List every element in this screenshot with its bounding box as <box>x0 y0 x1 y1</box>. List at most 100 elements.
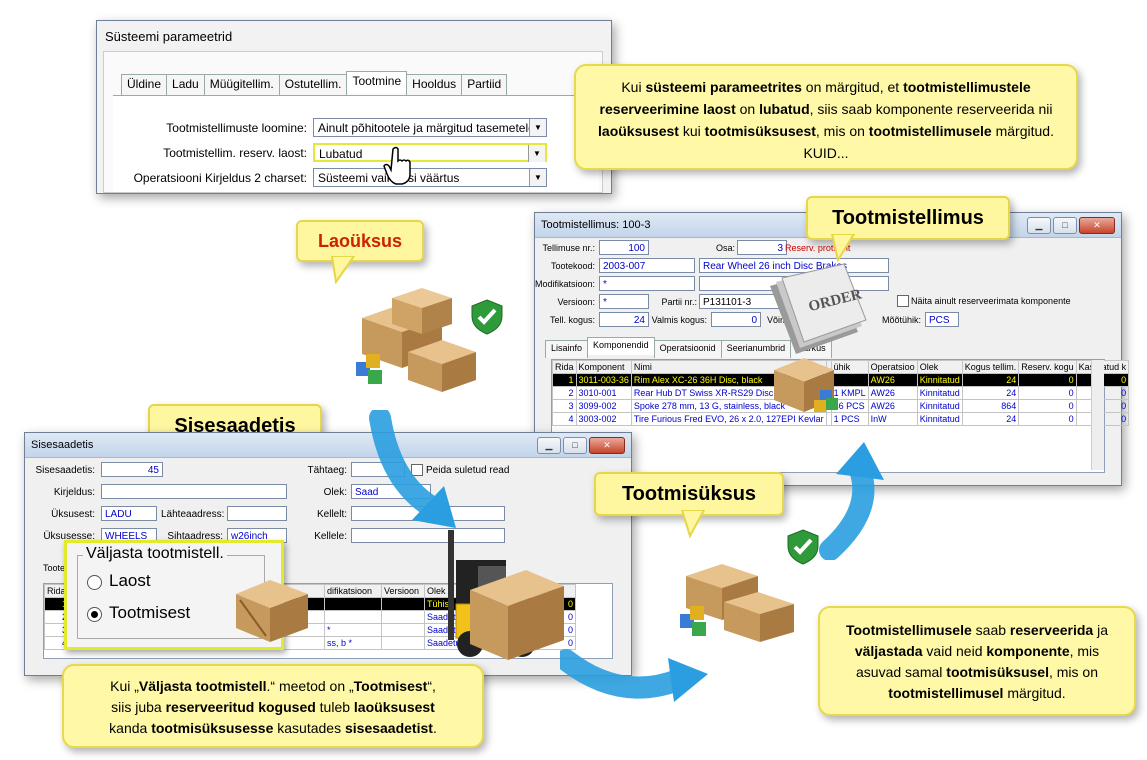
order-documents-icon: ORDER <box>770 263 867 354</box>
row3-label: Operatsiooni Kirjeldus 2 charset: <box>133 171 307 185</box>
tell-kogus-field[interactable]: 24 <box>599 312 649 327</box>
tab-operatsioonid[interactable]: Operatsioonid <box>653 340 722 358</box>
uksusesse-label: Üksusesse: <box>43 531 95 542</box>
close-button[interactable]: ✕ <box>589 437 625 454</box>
peida-checkbox[interactable] <box>411 464 423 476</box>
close-button[interactable]: ✕ <box>1079 217 1115 234</box>
vertical-scrollbar[interactable] <box>1091 360 1104 470</box>
naita-checkbox[interactable] <box>897 295 909 307</box>
tab-yldine[interactable]: Üldine <box>121 74 168 96</box>
valmis-label: Valmis kogus: <box>651 315 707 325</box>
window-title: Tootmistellimus: 100-3 <box>541 219 651 231</box>
valjasta-title: Väljasta tootmistell. <box>83 545 227 563</box>
minimize-button[interactable]: ▁ <box>1027 217 1051 234</box>
tag-tootmistellimus: Tootmistellimus <box>806 196 1010 240</box>
maximize-button[interactable]: □ <box>1053 217 1077 234</box>
radio-tootmisest-label: Tootmisest <box>109 603 191 622</box>
tahtaeg-label: Tähtaeg: <box>307 465 347 476</box>
tootec-tab-label[interactable]: Tootec <box>43 563 70 573</box>
row1-label: Tootmistellimuste loomine: <box>166 121 307 135</box>
callout-bottom: Kui „Väljasta tootmistell.“ meetod on „T… <box>62 664 484 748</box>
tab-partiid[interactable]: Partiid <box>461 74 508 96</box>
kirjeldus-label: Kirjeldus: <box>53 487 95 498</box>
naita-label: Näita ainult reserveerimata komponente <box>911 296 1071 306</box>
radio-laost[interactable] <box>87 575 102 590</box>
olek-label: Olek: <box>323 487 347 498</box>
arrow-right-icon <box>560 649 708 702</box>
callout-right: Tootmistellimusele saab reserveerida ja … <box>818 606 1136 716</box>
kellele-label: Kellele: <box>314 531 347 542</box>
kirjeldus-field[interactable] <box>101 484 287 499</box>
tag-tootmisyksus: Tootmisüksus <box>594 472 784 516</box>
row1-combo[interactable]: Ainult põhitootele ja märgitud tasemetel… <box>313 118 547 137</box>
osa-label: Osa: <box>715 243 735 253</box>
tab-lisainfo[interactable]: Lisainfo <box>545 340 589 358</box>
tellimuse-nr-label: Tellimuse nr.: <box>542 243 595 253</box>
reserv-label: Reserv. protsent <box>785 243 851 253</box>
modif-field[interactable]: * <box>599 276 695 291</box>
minimize-button[interactable]: ▁ <box>537 437 561 454</box>
osa-field[interactable]: 3 <box>737 240 787 255</box>
valmis-field[interactable]: 0 <box>711 312 761 327</box>
tag-laoyksus: Laoüksus <box>296 220 424 262</box>
row2-combo[interactable]: Lubatud▼ <box>313 143 547 162</box>
voim-label: Võim <box>767 315 788 325</box>
shield-check-icon <box>471 299 503 335</box>
tellimuse-nr-field[interactable]: 100 <box>599 240 649 255</box>
chevron-down-icon[interactable]: ▼ <box>529 119 546 136</box>
lahteaadress-field[interactable] <box>227 506 287 521</box>
tag-pointer <box>330 256 356 284</box>
tab-ladu[interactable]: Ladu <box>166 74 205 96</box>
box-icon <box>236 580 308 642</box>
forklift-icon <box>448 530 564 660</box>
tab-myygitellim[interactable]: Müügitellim. <box>203 74 280 96</box>
chevron-down-icon[interactable]: ▼ <box>529 169 546 186</box>
hand-cursor-icon <box>383 146 411 185</box>
uksusest-field[interactable]: LADU <box>101 506 157 521</box>
chevron-down-icon[interactable]: ▼ <box>528 145 545 162</box>
peida-label: Peida suletud read <box>426 465 510 476</box>
callout-top: Kui süsteemi parameetrites on märgitud, … <box>574 64 1078 170</box>
tab-komponendid[interactable]: Komponendid <box>587 337 655 355</box>
maximize-button[interactable]: □ <box>563 437 587 454</box>
tab-hooldus[interactable]: Hooldus <box>406 74 463 96</box>
tag-pointer <box>680 510 706 538</box>
sysparam-tabs: Üldine Ladu Müügitellim. Ostutellim. Too… <box>121 71 508 96</box>
row3-combo[interactable]: Süsteemi vaikimisi väärtus▼ <box>313 168 547 187</box>
window-title: Sisesaadetis <box>31 439 94 451</box>
lahteaadress-label: Lähteaadress: <box>161 509 225 520</box>
warehouse-boxes-icon <box>356 288 476 392</box>
kellelt-label: Kellelt: <box>316 509 347 520</box>
system-parameters-window: Süsteemi parameetrid Üldine Ladu Müügite… <box>96 20 612 194</box>
tell-kogus-label: Tell. kogus: <box>549 315 595 325</box>
modif-label: Modifikatsioon: <box>535 279 596 289</box>
arrow-down-icon <box>369 410 456 528</box>
shield-check-icon <box>787 529 819 565</box>
tag-pointer <box>830 234 856 262</box>
tootekood-label: Tootekood: <box>550 261 595 271</box>
tab-tootmine[interactable]: Tootmine <box>346 71 408 93</box>
window-title: Süsteemi parameetrid <box>105 29 233 44</box>
production-boxes-icon <box>680 564 794 642</box>
sisesaadetis-nr-label: Sisesaadetis: <box>35 465 95 476</box>
sisesaadetis-nr-field[interactable]: 45 <box>101 462 163 477</box>
versioon-label: Versioon: <box>557 297 595 307</box>
versioon-field[interactable]: * <box>599 294 649 309</box>
mootyhik-field[interactable]: PCS <box>925 312 959 327</box>
row2-label: Tootmistellim. reserv. laost: <box>163 146 307 160</box>
sihtaadress-label: Sihtaadress: <box>167 531 223 542</box>
tootekood-field[interactable]: 2003-007 <box>599 258 695 273</box>
partii-label: Partii nr.: <box>661 297 697 307</box>
kellele-field[interactable] <box>351 528 505 543</box>
radio-tootmisest[interactable] <box>87 607 102 622</box>
uksusest-label: Üksusest: <box>51 509 95 520</box>
arrow-up-icon <box>819 442 884 560</box>
tab-ostutellim[interactable]: Ostutellim. <box>278 74 348 96</box>
radio-laost-label: Laost <box>109 571 151 590</box>
box-icon <box>774 358 838 412</box>
mootyhik-label: Mõõtühik: <box>881 315 921 325</box>
